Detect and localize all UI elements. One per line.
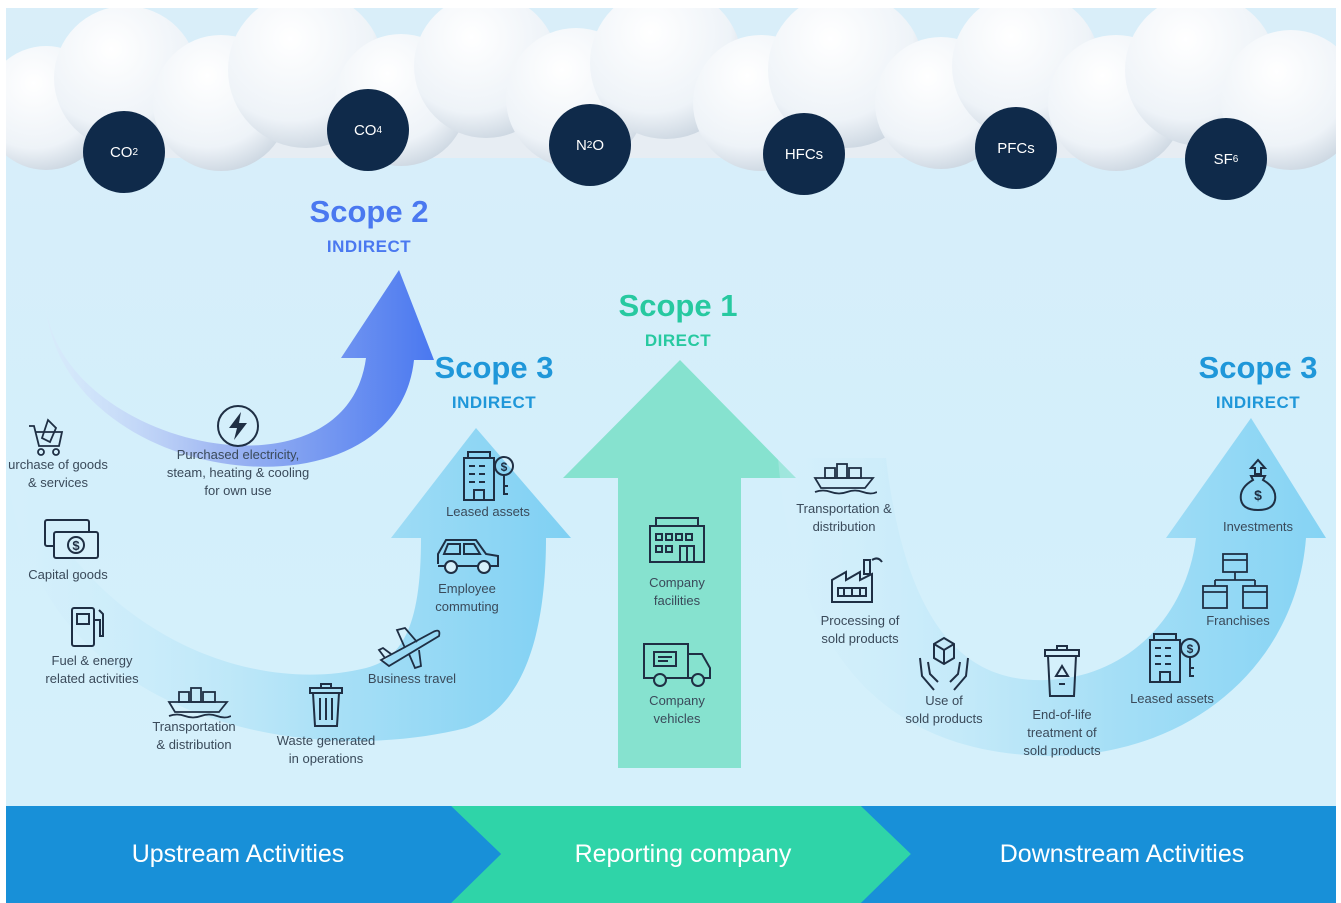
downstream-transport-label: Transportation & distribution xyxy=(796,501,892,534)
svg-text:$: $ xyxy=(1187,642,1194,656)
svg-text:$: $ xyxy=(501,460,508,474)
svg-text:$: $ xyxy=(72,538,80,553)
franchises-label: Franchises xyxy=(1206,613,1270,628)
scope2-arrow xyxy=(46,270,434,467)
scope1-title: Scope 1 xyxy=(618,288,738,323)
cash-icon: $ xyxy=(42,516,102,569)
shopping-cart-icon xyxy=(26,416,66,463)
scope1-subtitle: DIRECT xyxy=(644,331,712,350)
svg-text:$: $ xyxy=(1254,487,1262,503)
upstream-transport-label: Transportation & distribution xyxy=(152,719,236,752)
car-icon xyxy=(434,536,502,583)
scope2-title: Scope 2 xyxy=(309,194,429,229)
gas-hfcs-badge: HFCs xyxy=(763,113,845,195)
purchased-electricity-label: Purchased electricity, steam, heating & … xyxy=(166,447,310,498)
scope3-upstream-subtitle: INDIRECT xyxy=(451,393,537,412)
reporting-chevron xyxy=(451,806,911,903)
use-sold-products-label: Use of sold products xyxy=(905,693,983,726)
building-key-icon: $ xyxy=(458,448,518,509)
gas-pfcs-badge: PFCs xyxy=(975,107,1057,189)
purchase-goods-label: urchase of goods & services xyxy=(8,457,108,490)
storefront-icon xyxy=(1199,550,1273,617)
building-key-icon: $ xyxy=(1144,630,1204,691)
end-of-life-label: End-of-life treatment of sold products xyxy=(1023,707,1101,758)
upstream-leased-assets-label: Leased assets xyxy=(446,504,530,519)
trash-can-icon xyxy=(306,680,346,735)
downstream-leased-assets-label: Leased assets xyxy=(1130,691,1214,706)
delivery-truck-icon xyxy=(640,640,714,695)
company-facilities-label: Company facilities xyxy=(649,575,705,608)
fuel-energy-label: Fuel & energy related activities xyxy=(45,653,139,686)
fuel-pump-icon xyxy=(68,604,108,655)
scope3-upstream-arrow xyxy=(6,428,571,741)
company-vehicles-label: Company vehicles xyxy=(649,693,705,726)
ship-icon xyxy=(811,456,878,501)
upstream-activities-label: Upstream Activities xyxy=(131,840,345,868)
business-travel-label: Business travel xyxy=(367,671,457,686)
recycle-bin-icon xyxy=(1041,644,1083,705)
scope3-upstream-title: Scope 3 xyxy=(434,350,554,385)
activity-band-shapes xyxy=(6,806,1336,903)
scope1-arrow xyxy=(563,360,796,768)
scope2-subtitle: INDIRECT xyxy=(326,237,412,256)
processing-label: Processing of sold products xyxy=(820,613,900,646)
airplane-icon xyxy=(375,622,445,677)
cloud-bank xyxy=(6,8,1336,171)
upstream-chevron xyxy=(6,806,501,903)
downstream-chevron xyxy=(861,806,1336,903)
scope3-downstream-subtitle: INDIRECT xyxy=(1215,393,1301,412)
waste-label: Waste generated in operations xyxy=(276,733,376,766)
employee-commuting-label: Employee commuting xyxy=(435,581,499,614)
downstream-activities-label: Downstream Activities xyxy=(999,840,1245,868)
money-bag-icon: $ xyxy=(1237,458,1279,517)
hands-box-icon xyxy=(916,634,972,699)
investments-label: Investments xyxy=(1222,519,1294,534)
scope3-downstream-title: Scope 3 xyxy=(1198,350,1318,385)
reporting-company-label: Reporting company xyxy=(574,840,792,868)
lightning-icon xyxy=(216,404,260,453)
office-building-icon xyxy=(646,516,708,571)
ship-icon xyxy=(165,680,232,725)
factory-icon xyxy=(828,556,884,611)
capital-goods-label: Capital goods xyxy=(28,567,108,582)
